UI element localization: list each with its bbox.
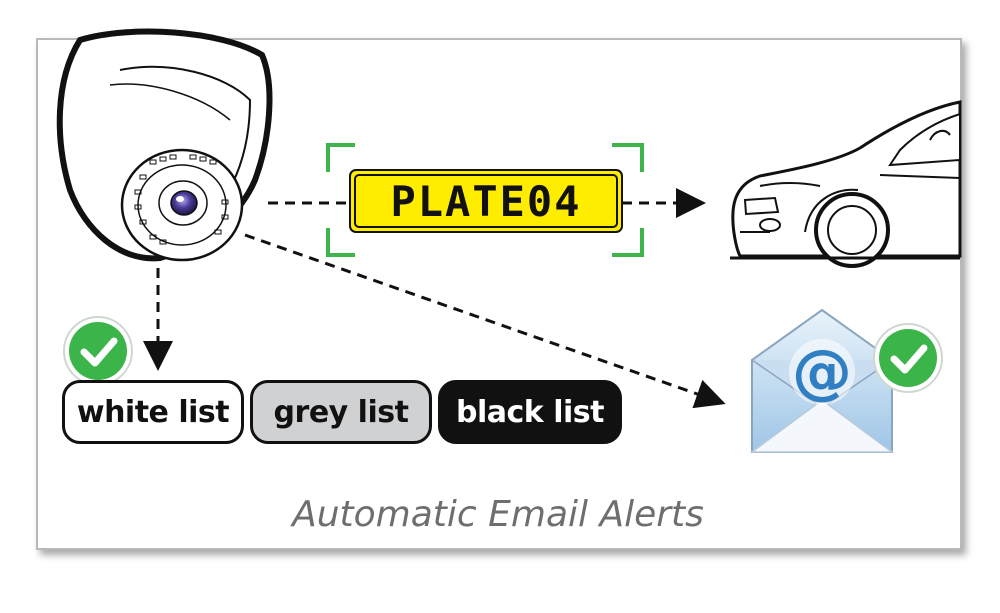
- camera-to-email-arrow: [244, 233, 726, 409]
- caption: Automatic Email Alerts: [292, 494, 704, 535]
- plate-number: PLATE04: [390, 176, 582, 226]
- plate-focus-brackets: [326, 143, 644, 257]
- email-at-symbol: @: [792, 337, 852, 407]
- car-icon: [730, 100, 962, 268]
- white-list-button[interactable]: white list: [62, 380, 244, 444]
- dome-camera-icon: [56, 28, 273, 262]
- email-envelope-icon: @: [749, 308, 895, 453]
- black-list-button[interactable]: black list: [438, 380, 622, 444]
- license-plate: [349, 169, 623, 233]
- check-circle-icon: [63, 316, 133, 386]
- check-circle-icon: [873, 323, 943, 393]
- grey-list-button[interactable]: grey list: [250, 380, 432, 444]
